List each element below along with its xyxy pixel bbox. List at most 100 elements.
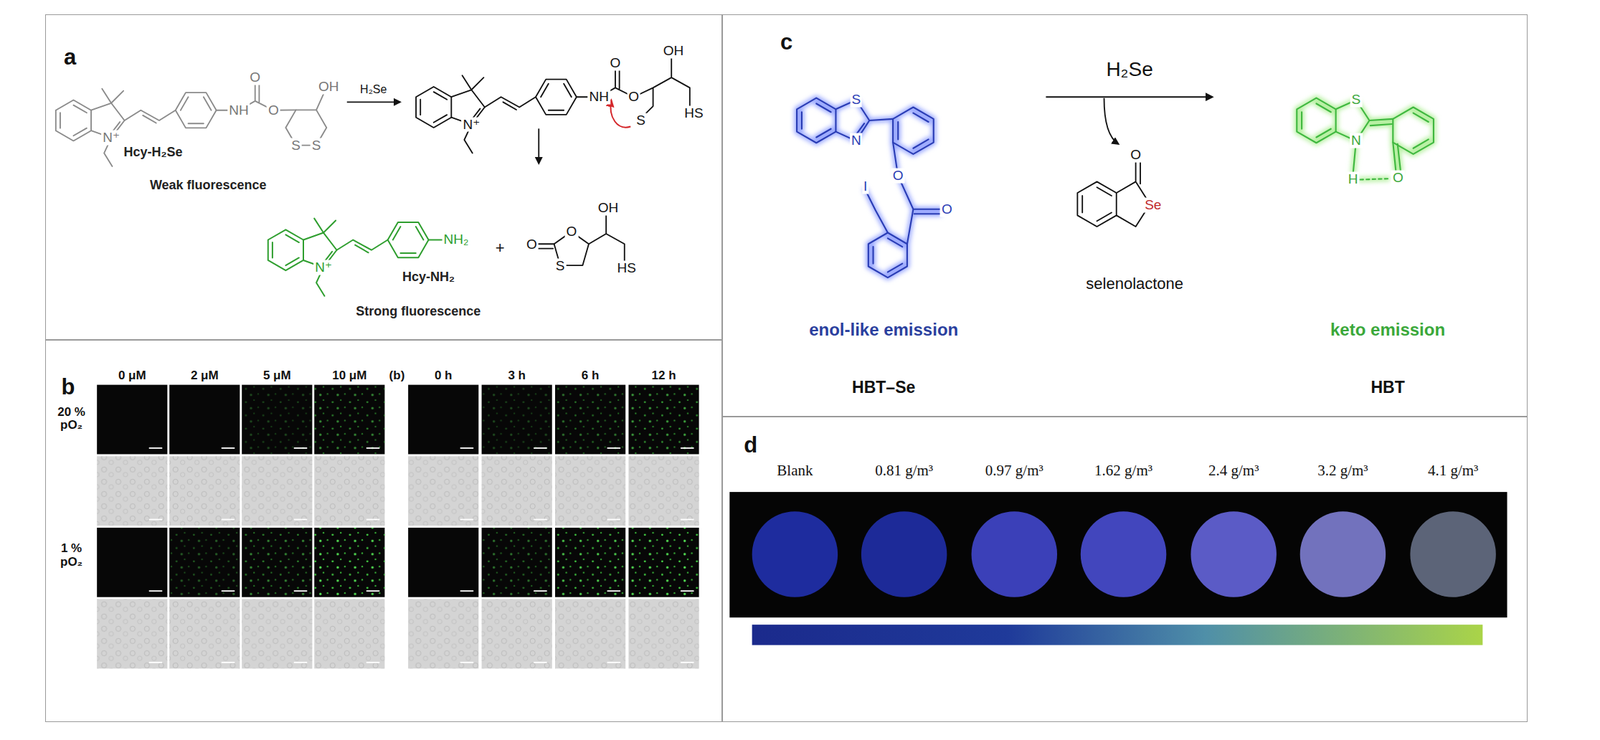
brightfield-image [408, 599, 479, 670]
scale-bar [460, 590, 474, 592]
concentration-label: 1.62 g/m³ [1094, 463, 1153, 480]
cell-signal [314, 527, 385, 598]
cell-texture [169, 456, 240, 526]
cell-texture [481, 599, 553, 670]
scale-bar [366, 590, 380, 592]
compound-name: Hcy-H₂Se [123, 146, 183, 161]
cell-texture [481, 456, 553, 526]
atom-label: N⁺ [101, 130, 122, 146]
selenolactone-structure [1077, 161, 1150, 227]
column-header: (b) [389, 368, 406, 383]
atom-label: S [554, 258, 567, 274]
concentration-label: 0.97 g/m³ [985, 463, 1044, 480]
fluorescence-image [628, 385, 699, 455]
column-header: 0 h [434, 368, 453, 383]
cell-signal [555, 527, 626, 598]
brightfield-image [481, 456, 553, 526]
fluorescence-image [408, 385, 479, 455]
drawing-part [1116, 161, 1151, 227]
drawing-part [729, 491, 1507, 618]
hbt-structure [1296, 98, 1434, 181]
cell-signal [241, 527, 312, 598]
product-hcy-nh2 [268, 218, 449, 297]
drawing-part [796, 98, 941, 279]
atom-label: S [310, 138, 323, 154]
scale-bar [366, 447, 380, 449]
atom-label: NH₂ [442, 232, 471, 248]
probe-hcy-h2se [55, 81, 327, 167]
cell-texture [314, 456, 385, 526]
drawing-part [535, 214, 625, 264]
cell-signal [481, 385, 553, 455]
scale-bar [680, 661, 694, 664]
brightfield-image [481, 599, 553, 670]
fluorescence-image [314, 385, 385, 455]
brightfield-image [96, 456, 168, 526]
atom-label: N [1349, 133, 1363, 149]
brightfield-image [314, 456, 385, 526]
drawing-part [1082, 187, 1112, 221]
column-header: 5 μM [263, 368, 292, 383]
row-label: 1 % pO₂ [50, 542, 93, 570]
concentration-label: 2.4 g/m³ [1208, 463, 1259, 480]
scale-bar [294, 519, 307, 521]
curved-arrow [1104, 98, 1119, 145]
atom-label: O [564, 224, 579, 240]
drawing-part [971, 511, 1058, 598]
scale-bar [533, 519, 547, 521]
atom-label: NH [587, 89, 610, 105]
cell-signal [169, 527, 240, 598]
scale-bar [294, 661, 307, 664]
brightfield-image [241, 599, 312, 670]
concentration-label: Blank [776, 463, 813, 480]
scale-bar [607, 661, 621, 664]
microscopy-images [96, 385, 699, 670]
cell-texture [628, 456, 699, 526]
scale-bar [680, 447, 694, 449]
scale-bar [607, 590, 621, 592]
cell-signal [314, 385, 385, 455]
reagent-label: H₂Se [1104, 58, 1154, 81]
atom-label: N⁺ [313, 259, 334, 275]
drawing-part [576, 55, 690, 119]
fluorescence-image [241, 527, 312, 598]
scale-bar [294, 447, 307, 449]
column-header: 3 h [507, 368, 526, 383]
column-header: 0 μM [118, 368, 147, 383]
scale-bar [460, 661, 474, 664]
cell-texture [555, 456, 626, 526]
scale-bar [607, 519, 621, 521]
figure-panel: b [45, 339, 723, 723]
atom-label: O [891, 167, 906, 183]
row-label: 20 % pO₂ [50, 405, 93, 433]
scale-bar [460, 519, 474, 521]
drawing-part [1409, 511, 1497, 598]
scale-bar [294, 590, 307, 592]
atom-label: Se [1143, 197, 1163, 213]
scale-bar [221, 661, 235, 664]
scale-bar [460, 447, 474, 449]
cell-signal [241, 385, 312, 455]
cell-signal [481, 527, 553, 598]
atom-label: HS [615, 261, 637, 277]
cell-texture [169, 599, 240, 670]
atom-label: O [940, 201, 954, 217]
fluorescence-note: Strong fluorescence [355, 304, 481, 320]
brightfield-image [96, 599, 168, 670]
fluorescence-image [555, 385, 626, 455]
cell-texture [408, 599, 479, 670]
reagent-label: H₂Se [358, 83, 388, 97]
cell-texture [241, 456, 312, 526]
figure-panel: d [722, 416, 1528, 723]
scale-bar [366, 661, 380, 664]
drawing-part [1296, 98, 1434, 181]
drawing-part [1300, 511, 1387, 598]
reaction-arrow [347, 101, 401, 103]
fluorescence-image [241, 385, 312, 455]
cell-texture [314, 599, 385, 670]
brightfield-image [628, 599, 699, 670]
atom-label: NH [227, 102, 250, 118]
scale-bar [680, 590, 694, 592]
panel-letter: d [743, 433, 758, 456]
scale-bar [607, 447, 621, 449]
